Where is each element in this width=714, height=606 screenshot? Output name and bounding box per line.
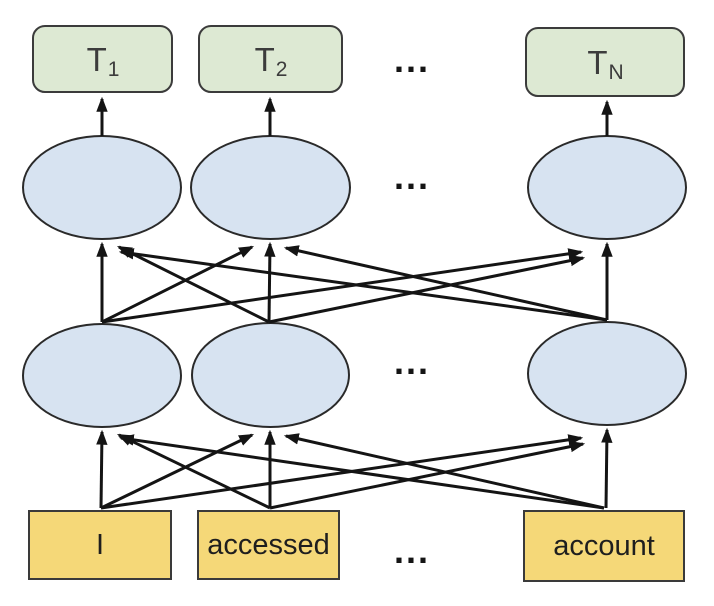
edge [264, 241, 276, 323]
edge [268, 254, 586, 324]
output-node-tn-subscript: N [608, 60, 624, 84]
edge [101, 248, 584, 324]
input-token-accessed: accessed [197, 510, 340, 580]
output-node-t2-label: T [254, 40, 275, 78]
edges-input-to-hidden1 [96, 427, 613, 510]
edge [283, 245, 608, 322]
edges-hidden2-to-output [96, 96, 613, 136]
edge [101, 245, 255, 324]
hidden2-ellipsis: ... [393, 156, 431, 197]
edge [100, 433, 255, 510]
input-layer-ellipsis: ... [393, 530, 431, 571]
output-layer-ellipsis: ... [393, 39, 431, 80]
input-token-i-label: I [95, 528, 105, 561]
edge [283, 433, 605, 510]
hidden2-unit-2 [190, 135, 351, 240]
hidden2-unit-n [527, 135, 687, 240]
edge [269, 440, 586, 510]
hidden1-ellipsis: ... [393, 341, 431, 382]
hidden2-unit-1 [22, 135, 182, 240]
input-token-account: account [523, 510, 685, 582]
input-token-accessed-label: accessed [207, 528, 330, 561]
edge [100, 434, 584, 510]
edge [116, 433, 271, 510]
edge [118, 434, 605, 510]
output-node-t1-subscript: 1 [107, 57, 120, 81]
input-token-i: I [28, 510, 172, 580]
output-node-t1-label: T [86, 40, 107, 78]
hidden1-unit-n [527, 321, 687, 426]
output-node-t2-subscript: 2 [275, 57, 288, 81]
edge [118, 248, 608, 322]
hidden1-unit-1 [22, 323, 182, 428]
input-token-account-label: account [553, 529, 655, 562]
output-node-tn-label: T [587, 43, 608, 81]
hidden1-unit-2 [191, 322, 350, 428]
edge [96, 429, 108, 509]
edges-hidden1-to-hidden2 [96, 241, 613, 324]
edge [601, 427, 613, 509]
edge [116, 245, 270, 324]
